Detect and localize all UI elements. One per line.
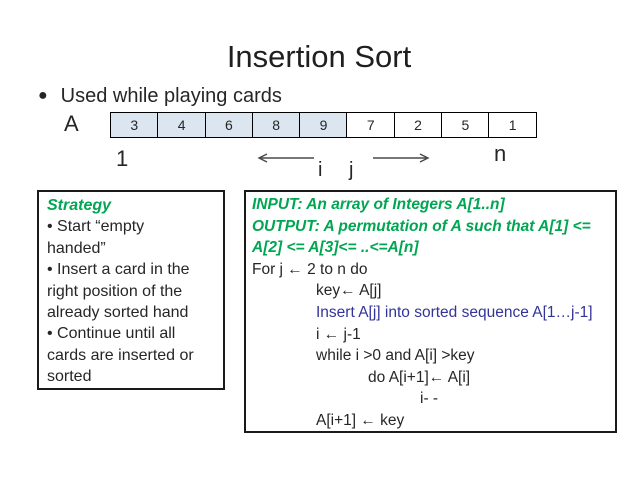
strategy-box: Strategy • Start “empty handed” • Insert a … (37, 190, 225, 390)
pseudocode-line: while i >0 and A[i] >key (316, 347, 475, 365)
pseudocode-line: A[2] <= A[3]<= ..<=A[n] (252, 239, 419, 257)
pointer-i-label: i (318, 159, 323, 181)
strategy-line: sorted (47, 368, 92, 386)
strategy-line: • Continue until all (47, 325, 176, 343)
strategy-line: cards are inserted or (47, 346, 194, 364)
array-cell: 8 (251, 112, 301, 138)
bullet-item: ● Used while playing cards (38, 85, 282, 108)
pseudocode-line: key← A[j] (316, 282, 382, 300)
bullet-text: Used while playing cards (60, 85, 282, 107)
array-cell: 5 (441, 112, 490, 138)
array-cell: 2 (393, 112, 443, 138)
array-cell: 1 (488, 112, 537, 138)
array-index-end: n (494, 141, 507, 166)
pseudocode-line: INPUT: An array of Integers A[1..n] (252, 196, 505, 213)
bullet-icon: ● (38, 87, 48, 104)
strategy-line: right position of the (47, 282, 183, 300)
pseudocode-box: INPUT: An array of Integers A[1..n] OUTPU… (244, 190, 617, 433)
right-arrow-icon (373, 153, 430, 163)
pseudocode-line: i- - (420, 390, 439, 408)
strategy-heading: Strategy (47, 197, 112, 214)
strategy-line: already sorted hand (47, 304, 189, 322)
array-cell: 3 (110, 112, 159, 138)
strategy-line: • Start “empty (47, 218, 145, 236)
pseudocode-line: i ← j-1 (316, 325, 361, 343)
array-cell: 7 (346, 112, 396, 138)
array-label: A (64, 111, 79, 136)
pseudocode-line: A[i+1] ← key (316, 411, 405, 429)
pseudocode-line: OUTPUT: A permutation of A such that A[1… (252, 217, 591, 235)
strategy-lines: Strategy • Start “empty handed” • Insert a … (47, 195, 215, 388)
array-cell: 6 (204, 112, 254, 138)
array-cell: 4 (157, 112, 206, 138)
pseudocode-line: For j ← 2 to n do (252, 260, 368, 278)
left-arrow-icon (257, 153, 314, 163)
page-title: Insertion Sort (226, 39, 412, 74)
pseudocode-lines: INPUT: An array of Integers A[1..n] OUTPU… (252, 194, 609, 432)
array-cell: 9 (299, 112, 348, 138)
array-index-start: 1 (116, 146, 129, 171)
pseudocode-line: Insert A[j] into sorted sequence A[1…j-1… (316, 303, 593, 321)
strategy-line: handed” (47, 239, 106, 257)
strategy-line: • Insert a card in the (47, 261, 190, 279)
pseudocode-line: do A[i+1]← A[i] (368, 368, 471, 386)
pointer-j-label: j (349, 159, 354, 181)
